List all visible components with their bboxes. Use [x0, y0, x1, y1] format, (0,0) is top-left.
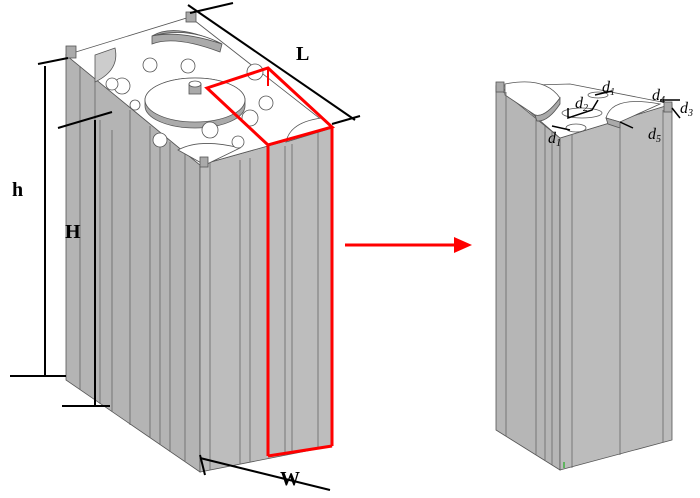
label-d5: d5 — [648, 126, 661, 145]
left-ribs — [79, 66, 186, 462]
label-h: h — [12, 179, 23, 201]
label-L: L — [296, 43, 309, 65]
arrow-icon — [345, 237, 472, 253]
left-segment — [94, 47, 117, 83]
back-segment — [151, 30, 223, 53]
top-features — [65, 11, 333, 168]
dimension-lines — [10, 2, 361, 491]
full-assembly — [65, 11, 335, 473]
front-face — [199, 127, 333, 473]
label-W: W — [280, 468, 300, 490]
label-d3: d3 — [680, 100, 693, 119]
label-d4: d4 — [652, 87, 665, 106]
detail-labels: d1 d2 d1 d4 d3 d5 — [548, 79, 693, 149]
detail-front-face — [559, 103, 673, 471]
label-d1-bottom: d1 — [548, 130, 561, 149]
detail-unit — [495, 81, 681, 471]
highlight-box — [204, 66, 335, 458]
front-ribs — [209, 132, 319, 470]
label-d2: d2 — [575, 95, 588, 114]
label-d1-top: d1 — [602, 79, 615, 98]
label-H: H — [65, 221, 81, 243]
